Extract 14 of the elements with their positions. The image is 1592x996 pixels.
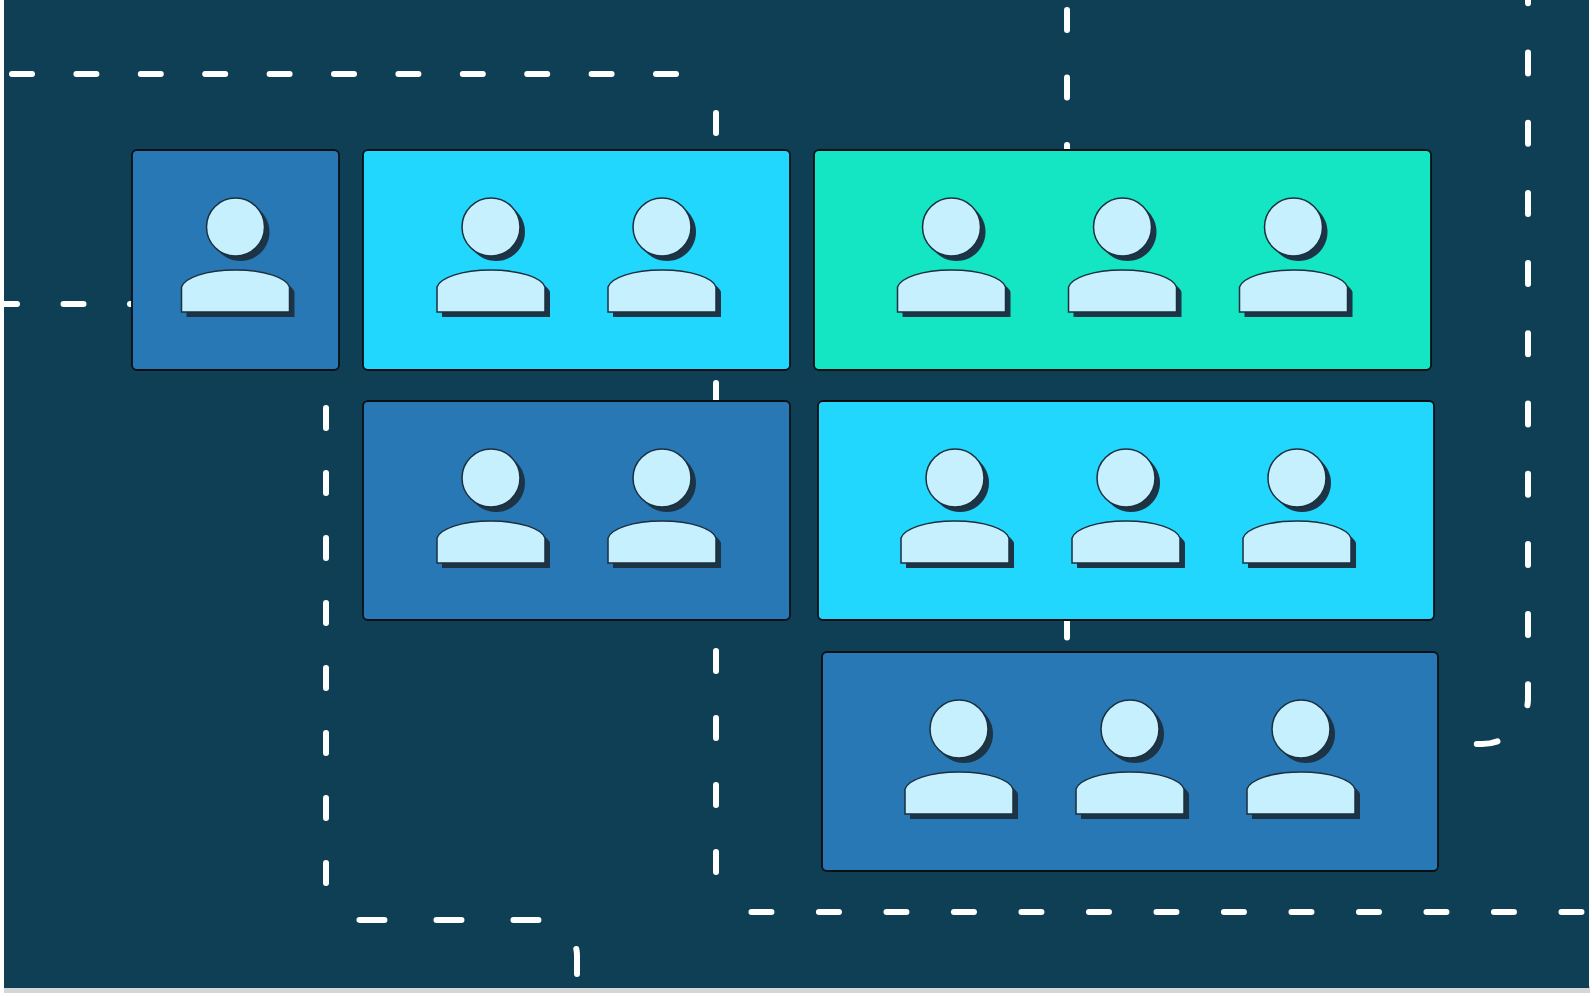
person-icon: [1238, 197, 1353, 317]
person-icon: [607, 448, 721, 568]
person-icon: [896, 197, 1011, 317]
person-icon: [1071, 448, 1185, 568]
person-icon: [436, 197, 550, 317]
person-icon: [900, 448, 1014, 568]
person-icon: [904, 699, 1018, 819]
person-icon: [607, 197, 721, 317]
person-icon: [1067, 197, 1182, 317]
person-icon: [180, 197, 295, 317]
person-icon: [1246, 699, 1360, 819]
person-icon: [1242, 448, 1356, 568]
person-icon: [436, 448, 550, 568]
person-icon: [1075, 699, 1189, 819]
